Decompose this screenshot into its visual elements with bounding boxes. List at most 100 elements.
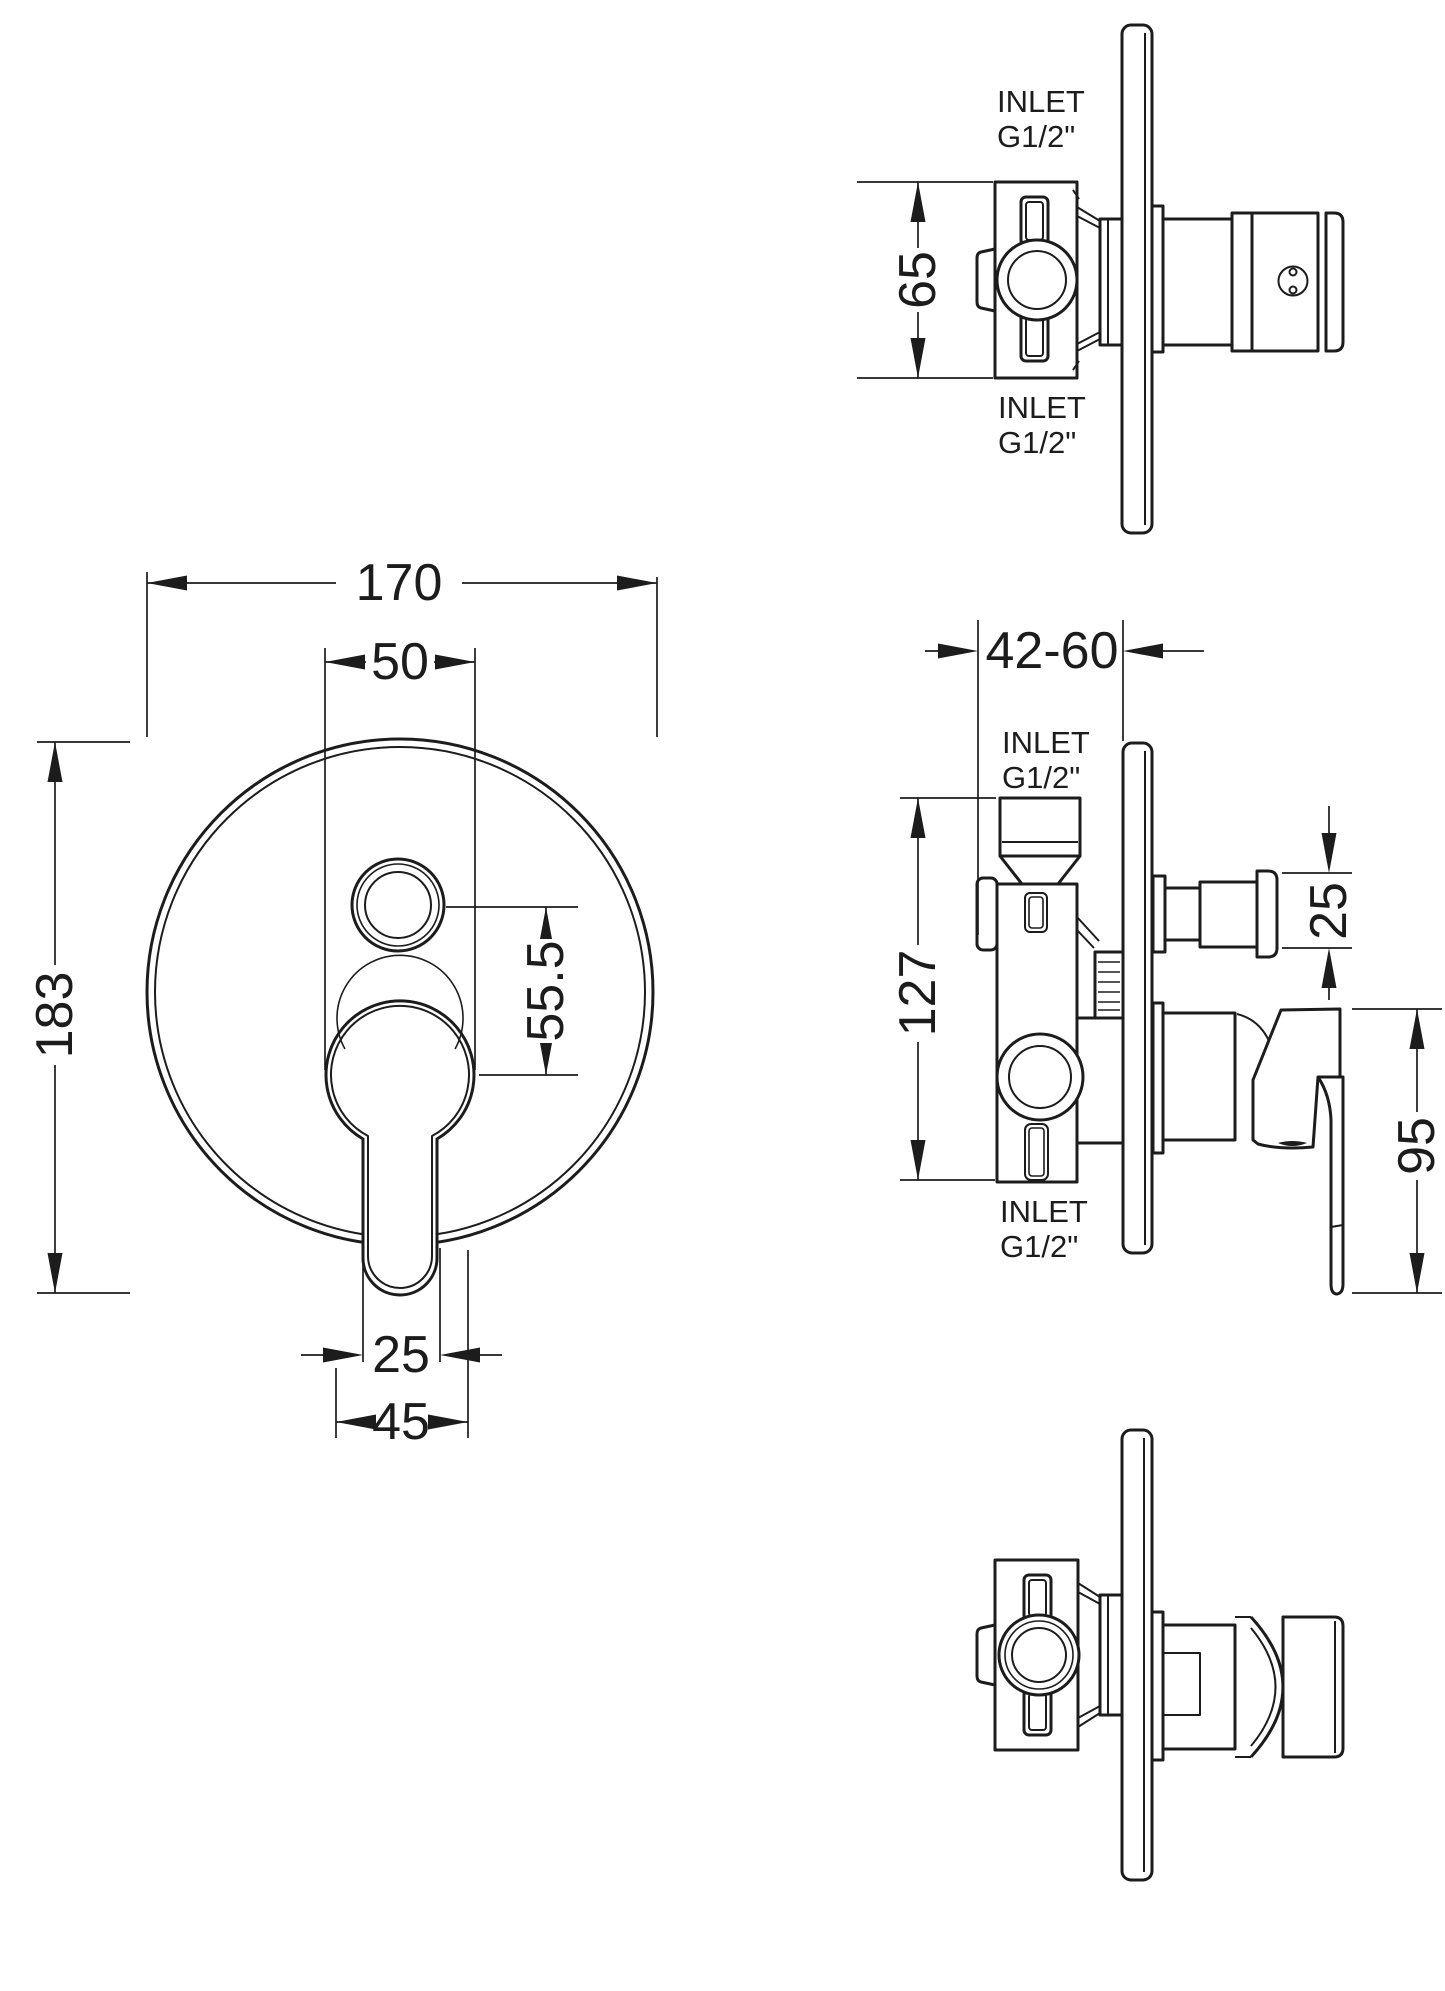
handle-cap-detail-circle xyxy=(1277,265,1309,297)
dim-65-extension-lines xyxy=(857,181,993,379)
handle-step-ring xyxy=(1150,204,1165,354)
dim-183-extension-lines xyxy=(37,741,130,1294)
bottom-view xyxy=(975,1428,1345,1882)
side-view-inlet-bottom-label-2: G1/2" xyxy=(1000,1229,1078,1264)
wall-plate xyxy=(1120,23,1154,535)
handle-blade-end-bottom xyxy=(1281,1615,1345,1759)
dim-25-side-arrow-down xyxy=(1321,833,1337,873)
dim-25-arrow-left xyxy=(323,1347,363,1363)
dim-65-value: 65 xyxy=(889,251,947,309)
dim-25-value: 25 xyxy=(372,1326,430,1384)
handle-escutcheon-side xyxy=(1161,1011,1237,1142)
dim-170-extension-lines xyxy=(146,572,658,737)
cartridge-port-inner xyxy=(1007,250,1067,310)
dim-55-5-arrow-up xyxy=(540,907,552,939)
front-stub-upper-inner xyxy=(1028,896,1044,929)
dim-42-60-extension-lines xyxy=(977,620,1124,935)
diverter-button-mid xyxy=(356,863,440,947)
dim-127-value: 127 xyxy=(889,950,947,1037)
wall-plate-side xyxy=(1121,741,1154,1255)
cartridge-housing xyxy=(1075,1016,1125,1145)
top-view-inlet-top-label-2: G1/2" xyxy=(997,119,1075,154)
dim-45-value: 45 xyxy=(372,1393,430,1451)
dim-45-arrow-right xyxy=(428,1414,468,1430)
dim-25-extension-lines xyxy=(362,1248,441,1362)
dim-42-60-arrow-right xyxy=(1123,643,1163,659)
handle-cap-dot-1 xyxy=(1288,267,1298,277)
mounting-flange-bottom xyxy=(1098,1593,1124,1717)
dim-50-extension-lines xyxy=(324,648,476,1070)
cartridge-port-bottom-inner xyxy=(1011,1627,1067,1683)
handle-lever-blade xyxy=(1316,1075,1345,1296)
handle-collar-ring xyxy=(1230,211,1254,353)
handle-detent xyxy=(1278,1141,1307,1146)
side-view-inlet-bottom-label-1: INLET xyxy=(1000,1194,1088,1229)
cartridge-port-bottom-outer xyxy=(997,1613,1081,1697)
dim-95-arrow-down xyxy=(1409,1253,1425,1293)
body-front-boss xyxy=(975,876,999,952)
dim-65-arrow-down xyxy=(910,338,926,378)
mounting-flange xyxy=(1098,217,1124,347)
top-view-inlet-bottom-label-2: G1/2" xyxy=(998,425,1076,460)
dim-170-arrow-left xyxy=(147,575,187,591)
cartridge-port-bottom-mid xyxy=(1004,1620,1074,1690)
front-stub-upper xyxy=(1024,892,1048,933)
dim-45-extension-lines xyxy=(335,1250,469,1438)
diverter-knob-body xyxy=(1198,880,1259,949)
dim-95-value: 95 xyxy=(1388,1117,1445,1175)
dim-50-value: 50 xyxy=(371,633,429,691)
handle-knob-and-lever-inner xyxy=(330,1004,470,1289)
dim-183-arrow-down xyxy=(47,1253,63,1293)
top-view-inlet-top-label-1: INLET xyxy=(997,84,1085,119)
valve-body-ticks xyxy=(1072,189,1080,371)
dim-95-arrow-up xyxy=(1409,1009,1425,1049)
handle-cup-edges xyxy=(1235,1616,1251,1758)
outlet-stub-left xyxy=(975,247,997,313)
diverter-button-inner xyxy=(364,871,432,939)
dim-25-side-value: 25 xyxy=(1300,882,1358,940)
front-stub-lower-inner xyxy=(1028,1127,1045,1177)
dim-170-value: 170 xyxy=(356,554,443,612)
handle-step-ring-bottom xyxy=(1150,1610,1165,1762)
side-view-inlet-top-label-1: INLET xyxy=(1002,725,1090,760)
diverter-neck xyxy=(1163,886,1202,942)
dim-55-5-arrow-down xyxy=(540,1043,552,1075)
top-view: 65 INLET G1/2" INLET G1/2" xyxy=(857,23,1345,535)
handle-cup-inner xyxy=(1250,1627,1277,1747)
outlet-stub-left-bottom xyxy=(975,1623,997,1687)
front-view: 170 50 183 55.5 25 45 xyxy=(26,554,658,1451)
threaded-connector xyxy=(1093,950,1125,1020)
front-stub-lower xyxy=(1024,1123,1049,1181)
thread-ridges xyxy=(1098,961,1120,1011)
dim-55-5-extension-lines xyxy=(446,906,578,1076)
dim-183-arrow-up xyxy=(47,742,63,782)
body-to-plate-connectors-bottom xyxy=(1077,1582,1101,1728)
diverter-knob-cap xyxy=(1255,869,1279,959)
handle-neck-lines-bottom xyxy=(1163,1652,1201,1716)
dim-42-60-arrow-left xyxy=(938,643,978,659)
cartridge-circle-inner xyxy=(1008,1045,1072,1109)
dim-42-60-value: 42-60 xyxy=(986,622,1119,680)
dim-95-extension-lines xyxy=(1352,1008,1442,1294)
dim-127-extension-lines xyxy=(900,797,996,1181)
dim-25-side-extension-lines xyxy=(1282,872,1352,949)
side-view: 42-60 127 25 95 INLET G1/2" INLET G1/2" xyxy=(889,620,1445,1296)
dim-127-arrow-up xyxy=(910,798,926,838)
handle-head-side xyxy=(1251,1007,1342,1150)
outlet-elbow-lines xyxy=(1076,916,1100,949)
handle-blade-joint-line xyxy=(1330,1224,1344,1228)
handle-cap-dot-2 xyxy=(1288,285,1298,295)
dim-25-arrow-right xyxy=(440,1347,480,1363)
top-view-inlet-bottom-label-1: INLET xyxy=(998,390,1086,425)
wall-plate-bottom xyxy=(1120,1428,1154,1882)
dim-127-arrow-down xyxy=(910,1140,926,1180)
handle-cup-outer xyxy=(1249,1615,1285,1759)
handle-end-cap xyxy=(1324,211,1345,353)
body-to-plate-connectors xyxy=(1076,206,1101,352)
handle-knob-and-lever xyxy=(324,999,476,1297)
handle-knob-rim-arc xyxy=(336,954,464,1050)
side-view-inlet-top-label-2: G1/2" xyxy=(1002,760,1080,795)
dim-45-arrow-left xyxy=(336,1414,376,1430)
